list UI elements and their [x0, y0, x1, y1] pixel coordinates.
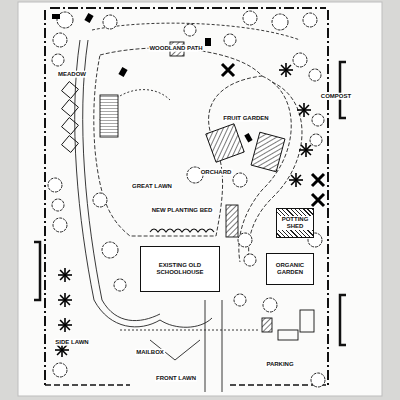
node-label: EXISTING OLD SCHOOLHOUSE: [141, 262, 219, 276]
tree-canopy: [48, 178, 62, 192]
palm-symbol: [58, 318, 72, 332]
section-brackets: [34, 62, 346, 345]
schoolhouse-box: EXISTING OLD SCHOOLHOUSE: [140, 246, 220, 292]
palm-symbol: [289, 173, 303, 187]
tree-canopy: [52, 199, 64, 211]
tree-canopy: [53, 218, 67, 232]
palm-symbol: [58, 293, 72, 307]
tree-canopy: [263, 298, 277, 312]
tree-canopy: [93, 193, 107, 207]
paths-and-lawn: [75, 23, 302, 392]
tree-canopy: [114, 279, 126, 291]
shed-box: POTTING SHED: [276, 208, 314, 238]
area-label: ORCHARD: [200, 169, 233, 176]
area-label: NEW PLANTING BED: [151, 207, 214, 214]
area-label: WOODLAND PATH: [148, 45, 203, 52]
tree-canopy: [184, 24, 196, 36]
tree-canopy: [238, 233, 252, 247]
tree-canopy: [103, 15, 117, 29]
area-label: COMPOST: [320, 93, 352, 100]
area-label: SIDE LAWN: [54, 339, 89, 346]
tree-canopy: [102, 242, 118, 258]
area-label: MEADOW: [57, 71, 87, 78]
tree-canopy: [311, 373, 325, 387]
area-label: GREAT LAWN: [131, 183, 173, 190]
tree-canopy: [224, 34, 236, 46]
palm-group: [55, 63, 313, 357]
tree-canopy: [52, 54, 64, 66]
area-label: FRUIT GARDEN: [222, 115, 269, 122]
tree-canopy: [309, 69, 321, 81]
tree-canopy: [244, 254, 256, 266]
tree-removal-marks: [222, 64, 324, 206]
small-blocks: [52, 13, 253, 142]
tree-canopy: [243, 11, 257, 25]
node-label: POTTING SHED: [277, 216, 313, 230]
area-label: PARKING: [265, 361, 294, 368]
tree-canopy: [312, 114, 324, 126]
hedge-row: [150, 229, 214, 232]
tree-canopy: [53, 33, 67, 47]
tree-canopy: [234, 294, 246, 306]
palm-symbol: [299, 143, 313, 157]
tree-canopy: [293, 53, 307, 67]
tree-canopy: [310, 134, 322, 146]
paper-sheet: [18, 2, 382, 396]
palm-symbol: [297, 103, 311, 117]
palm-symbol: [279, 63, 293, 77]
tree-group: [48, 11, 325, 387]
meadow-plots: [62, 82, 79, 153]
tree-canopy: [303, 13, 317, 27]
tree-canopy: [272, 14, 288, 30]
palm-symbol: [58, 268, 72, 282]
garden-box: ORGANIC GARDEN: [266, 253, 314, 285]
tree-canopy: [233, 173, 247, 187]
area-label: FRONT LAWN: [155, 375, 197, 382]
garden-beds: [100, 42, 314, 340]
area-label: MAILBOX: [135, 349, 165, 356]
node-label: ORGANIC GARDEN: [267, 262, 313, 276]
property-boundary: [45, 8, 328, 385]
tree-canopy: [53, 363, 67, 377]
